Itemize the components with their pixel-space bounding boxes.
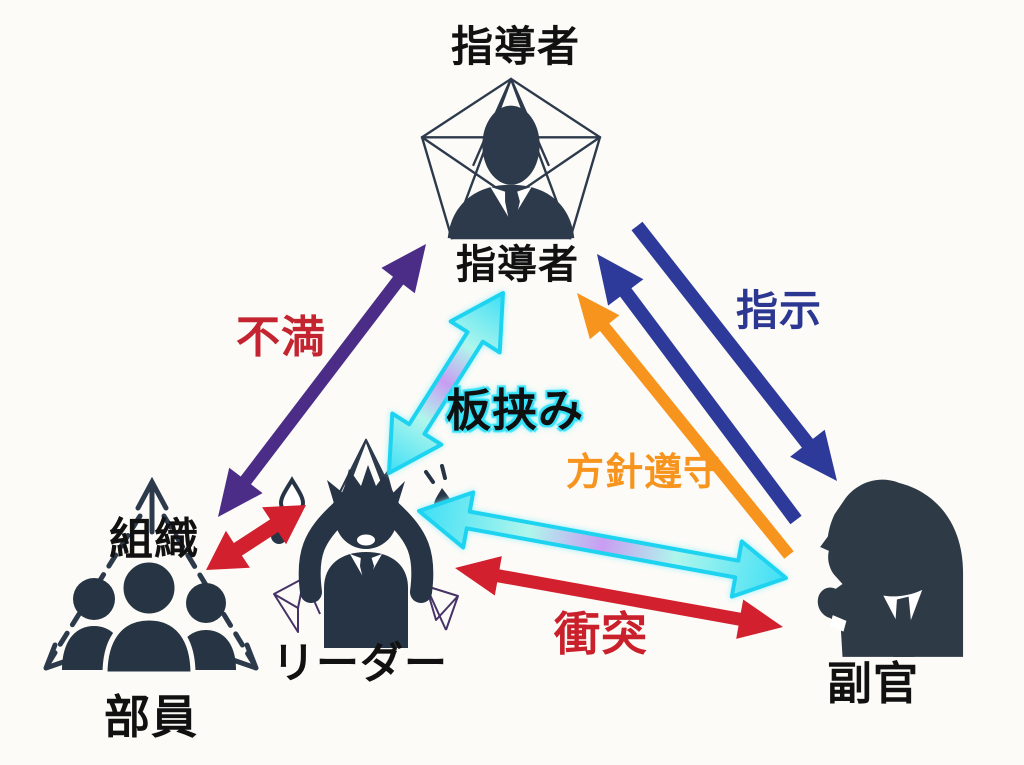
pentagon-wireframe-businessman-icon [420, 77, 602, 240]
node-label-fukukan: 副官 [827, 658, 920, 709]
sweat-drop-icon [271, 520, 287, 544]
top-title: 指導者 [451, 23, 581, 70]
relation-label-fuman: 不満 [236, 313, 326, 362]
node-label-shidousha: 指導者 [456, 243, 579, 287]
caught-between-arrow-lower [417, 490, 788, 599]
sweat-drop-icon [434, 488, 452, 514]
node-label-leader: リーダー [272, 640, 448, 688]
instruction-down-arrow [631, 221, 837, 481]
node-label-soshiki: 組織 [109, 515, 199, 564]
team-triangle-icon [43, 476, 259, 677]
relation-label-itabasami: 板挟み [446, 385, 585, 436]
node-label-buin: 部員 [104, 691, 198, 743]
stressed-man-holding-head-icon [271, 438, 459, 648]
relation-label-shoutotsu: 衝突 [554, 608, 648, 660]
relation-label-houshin: 方針遵守 [566, 452, 723, 494]
relation-label-shiji: 指示 [736, 287, 823, 334]
sweat-drop-icon [278, 476, 306, 516]
thinking-man-profile-icon [817, 479, 964, 657]
